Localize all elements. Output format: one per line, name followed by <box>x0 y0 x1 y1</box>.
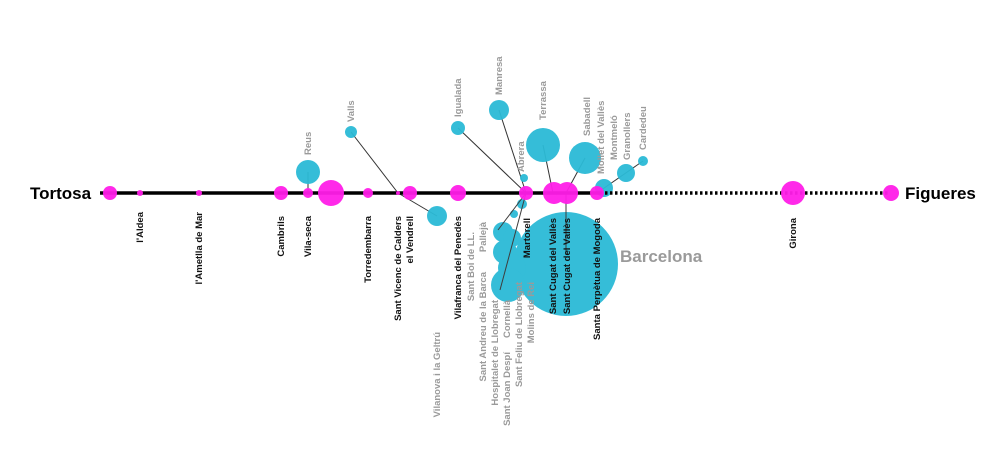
station-label: Sant Cugat del Vallès <box>562 218 573 314</box>
city-label: Vilanova i la Geltrú <box>432 332 443 418</box>
city-label: Montmeló <box>609 115 620 160</box>
station-label: Santa Perpètua de Mogoda <box>592 217 603 340</box>
city-label: Sant Boi de LL. <box>466 232 477 301</box>
city-label: Sabadell <box>582 97 593 136</box>
city-label: Molins de Rei <box>526 282 537 343</box>
station-label: Torredembarra <box>363 215 374 283</box>
city-label: Pallejà <box>478 221 489 252</box>
city-sabadell <box>569 142 601 174</box>
city-labels-below: Vilanova i la Geltrú Sant Boi de LL. Pal… <box>432 221 537 426</box>
station-label: Cambrils <box>276 216 287 257</box>
city-label: Terrassa <box>538 80 549 120</box>
start-terminal-label: Tortosa <box>30 184 92 203</box>
city-label: Valls <box>346 100 357 122</box>
city-valls <box>345 126 357 138</box>
city-label: Abrera <box>516 141 527 172</box>
city-labels-above: Reus Valls Igualada Manresa Abrera Terra… <box>303 56 649 174</box>
station-label: l'Ametlla de Mar <box>194 212 205 285</box>
city-label: Manresa <box>494 56 505 95</box>
hub-label: Barcelona <box>620 247 703 266</box>
city-circles <box>296 100 648 316</box>
city-cardedeu <box>638 156 648 166</box>
city-small <box>510 210 518 218</box>
city-reus <box>296 160 320 184</box>
city-label: Hospitalet de Llobregat <box>490 299 501 405</box>
city-label: Reus <box>303 132 314 155</box>
station-label: Sant Cugat del Vallès <box>548 218 559 314</box>
city-vilanova <box>427 206 447 226</box>
city-label: Cardedeu <box>638 106 649 150</box>
city-abrera <box>520 174 528 182</box>
station-label: Vila-seca <box>303 215 314 257</box>
city-label: Granollers <box>622 112 633 160</box>
city-manresa <box>489 100 509 120</box>
city-label: Igualada <box>453 78 464 117</box>
station-labels: l'Aldea l'Ametlla de Mar Cambrils Vila-s… <box>135 211 799 340</box>
station-label: Martorell <box>522 218 533 258</box>
city-label: Sant Feliu de Llobregat <box>514 281 525 387</box>
city-label: Cornellà <box>502 299 513 338</box>
station-label: el Vendrell <box>405 216 416 264</box>
station-label: l'Aldea <box>135 211 146 242</box>
end-terminal-label: Figueres <box>905 184 976 203</box>
city-terrassa <box>526 128 560 162</box>
station-label: Vilafranca del Penedès <box>453 216 464 319</box>
stations <box>103 180 899 206</box>
station-label: Girona <box>788 217 799 248</box>
city-label: Mollet del Vallès <box>596 101 607 174</box>
city-granollers <box>617 164 635 182</box>
city-label: Sant Andreu de la Barca <box>478 271 489 381</box>
city-igualada <box>451 121 465 135</box>
city-small <box>491 268 525 302</box>
city-label: Sant Joan Despí <box>502 352 513 426</box>
city-barcelona <box>514 212 618 316</box>
station-label: Sant Vicenc de Calders <box>393 216 404 321</box>
